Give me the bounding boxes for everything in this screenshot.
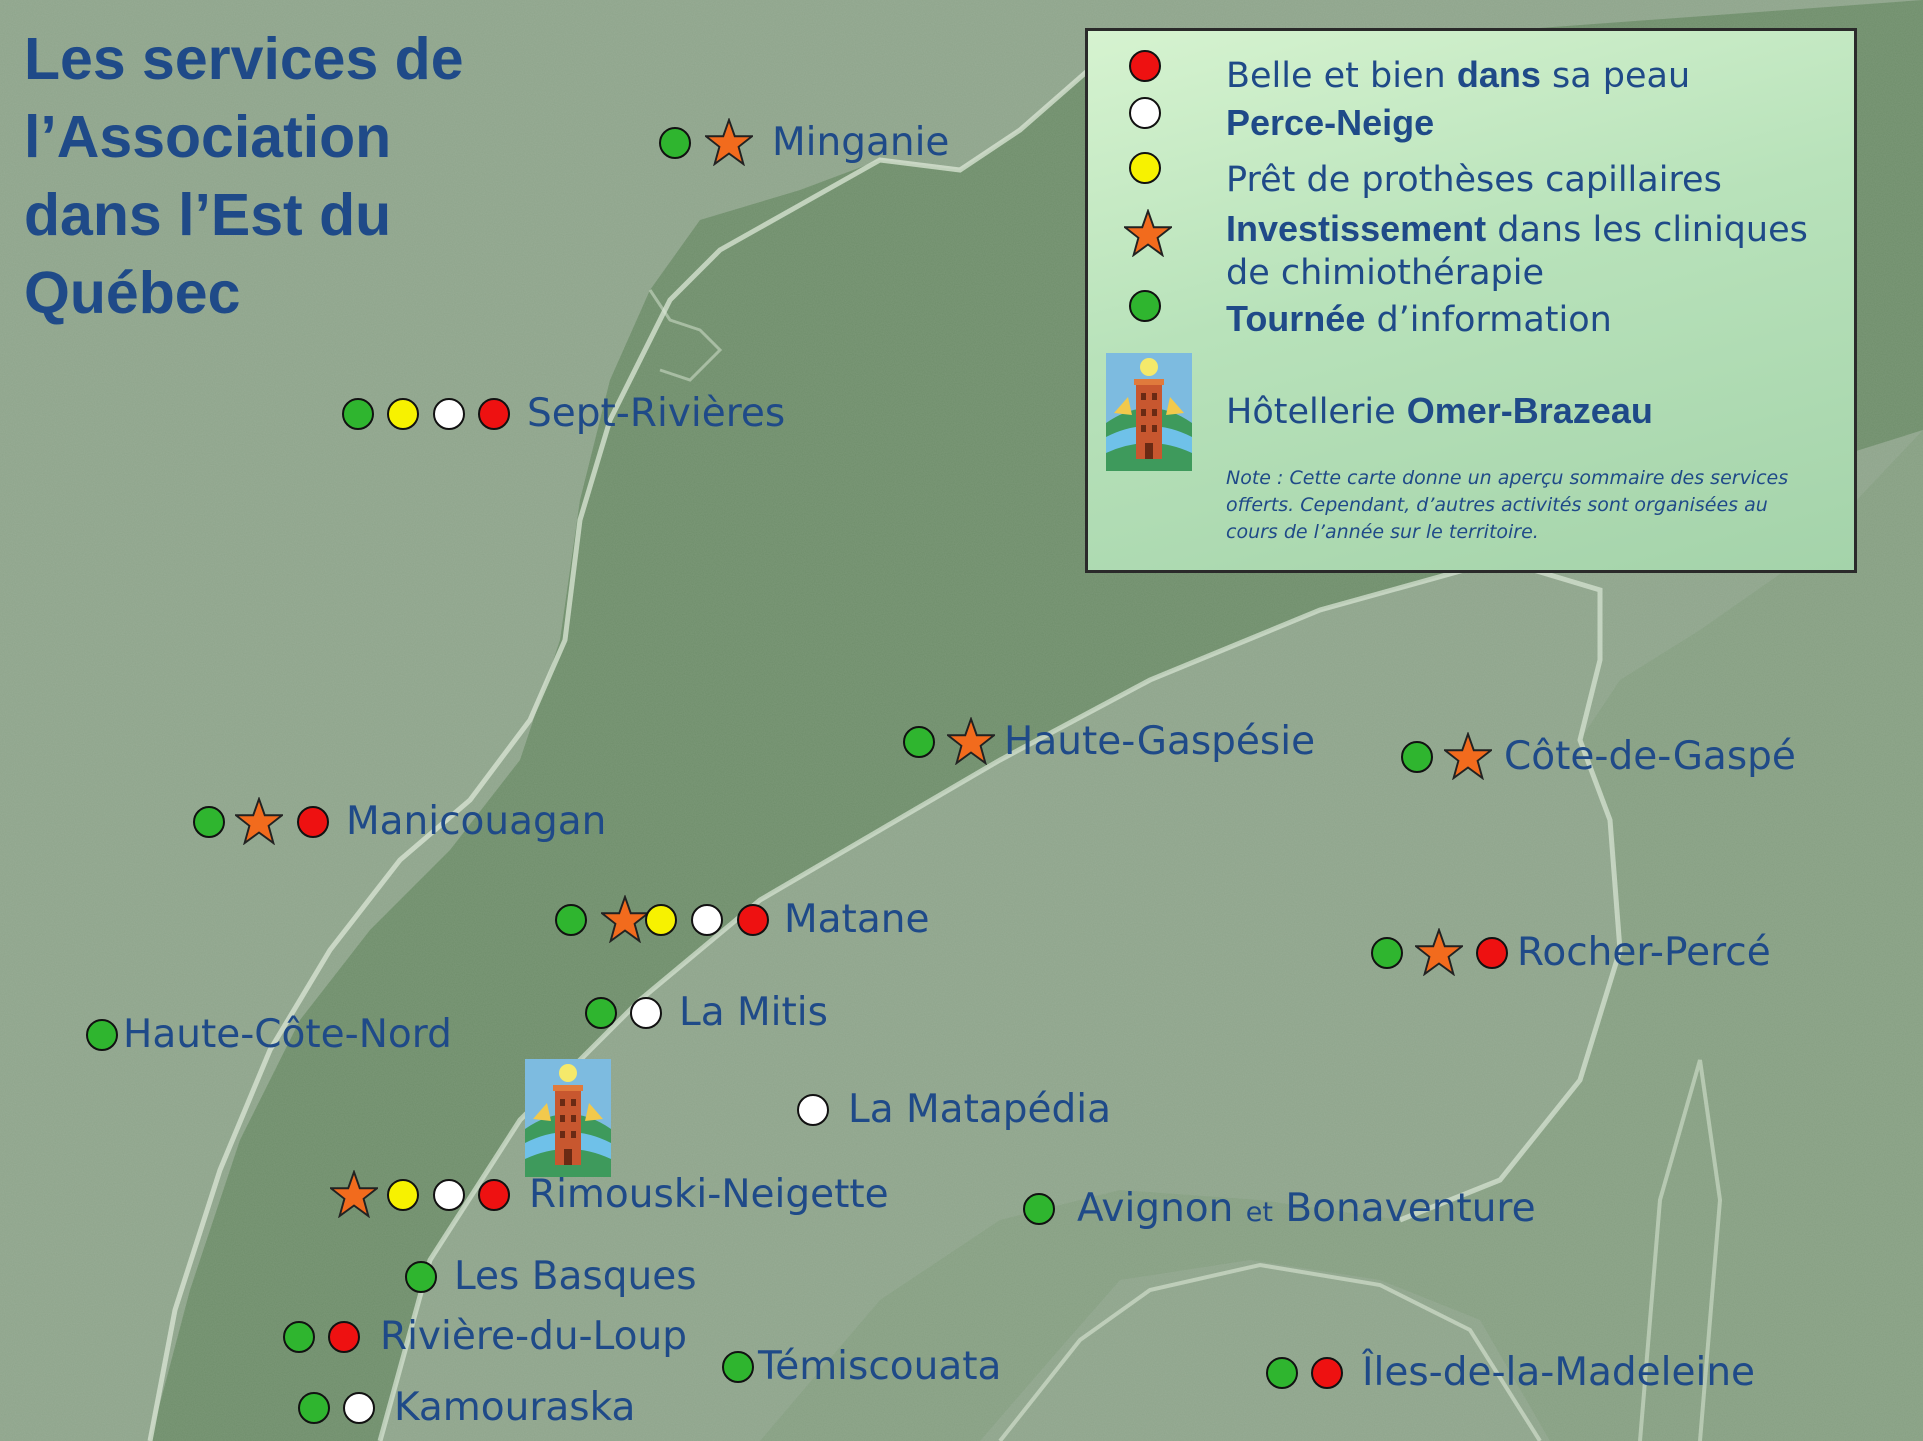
- legend-text: sa peau: [1540, 56, 1691, 96]
- red-dot-icon: [1476, 937, 1508, 969]
- title-line: Québec: [24, 260, 241, 326]
- place-label: Sept-Rivières: [527, 391, 786, 436]
- page-title: Les services de l’Association dans l’Est…: [24, 20, 464, 332]
- legend-note-line: cours de l’année sur le territoire.: [1226, 521, 1539, 543]
- green-dot-icon: [283, 1321, 315, 1353]
- legend-note-line: offerts. Cependant, d’autres activités s…: [1226, 494, 1768, 516]
- green-dot-icon: [903, 726, 935, 758]
- place-label: Rocher-Percé: [1517, 930, 1771, 975]
- legend-text: Belle et bien: [1226, 56, 1457, 96]
- legend-perce-neige: Perce-Neige: [1226, 101, 1434, 146]
- place-label: Haute-Côte-Nord: [123, 1012, 452, 1057]
- green-dot-icon: [555, 904, 587, 936]
- green-dot-icon: [1371, 937, 1403, 969]
- place-label: Rimouski-Neigette: [529, 1172, 889, 1217]
- place-label: Kamouraska: [394, 1385, 636, 1430]
- legend-tournee: Tournée d’information: [1226, 297, 1612, 342]
- green-dot-icon: [193, 806, 225, 838]
- green-dot-icon: [585, 997, 617, 1029]
- orange-star-icon: [235, 797, 283, 845]
- legend-note-line: Note : Cette carte donne un aperçu somma…: [1226, 467, 1789, 489]
- place-label-part: Bonaventure: [1285, 1186, 1536, 1231]
- green-dot-icon: [1266, 1357, 1298, 1389]
- legend-investissement: Investissement dans les cliniques: [1226, 207, 1808, 252]
- green-dot-icon: [342, 398, 374, 430]
- place-label: Avignon et Bonaventure: [1077, 1184, 1536, 1238]
- place-label: Minganie: [772, 120, 950, 165]
- orange-star-icon: [1444, 732, 1492, 780]
- yellow-dot-icon: [645, 904, 677, 936]
- orange-star-icon: [1124, 209, 1172, 257]
- place-label: Côte-de-Gaspé: [1504, 734, 1796, 779]
- title-line: l’Association: [24, 104, 392, 170]
- white-dot-icon: [433, 1179, 465, 1211]
- legend-belle-et-bien: Belle et bien dans sa peau: [1226, 53, 1690, 98]
- legend-text: de chimiothérapie: [1226, 253, 1545, 293]
- green-dot-icon: [405, 1261, 437, 1293]
- legend-text: dans les cliniques: [1486, 210, 1808, 250]
- green-dot-icon: [659, 127, 691, 159]
- red-dot-icon: [328, 1321, 360, 1353]
- red-dot-icon: [297, 806, 329, 838]
- place-label-conjunction: et: [1245, 1197, 1273, 1228]
- legend-pret-protheses: Prêt de prothèses capillaires: [1226, 158, 1722, 202]
- legend-text-bold: dans: [1456, 54, 1541, 95]
- green-dot-icon: [1401, 741, 1433, 773]
- red-dot-icon: [737, 904, 769, 936]
- legend-box: Belle et bien dans sa peau Perce-Neige P…: [1085, 28, 1857, 573]
- white-dot-icon: [630, 997, 662, 1029]
- legend-investissement-line2: de chimiothérapie: [1226, 251, 1544, 295]
- red-dot-icon: [478, 398, 510, 430]
- hotel-tower-icon: [525, 1059, 611, 1177]
- red-dot-icon: [1311, 1357, 1343, 1389]
- legend-text: d’information: [1365, 300, 1612, 340]
- legend-text: Prêt de prothèses capillaires: [1226, 160, 1722, 200]
- place-label: La Mitis: [679, 990, 828, 1035]
- green-dot-icon: [298, 1392, 330, 1424]
- white-dot-icon: [1129, 97, 1161, 129]
- place-label: Témiscouata: [758, 1344, 1002, 1389]
- red-dot-icon: [478, 1179, 510, 1211]
- orange-star-icon: [330, 1170, 378, 1218]
- place-label: Les Basques: [454, 1254, 697, 1299]
- white-dot-icon: [343, 1392, 375, 1424]
- white-dot-icon: [797, 1094, 829, 1126]
- legend-text-bold: Omer-Brazeau: [1406, 390, 1653, 431]
- legend-text: Hôtellerie: [1226, 392, 1407, 432]
- place-label: Haute-Gaspésie: [1004, 719, 1316, 764]
- white-dot-icon: [691, 904, 723, 936]
- green-dot-icon: [1129, 290, 1161, 322]
- legend-note: Note : Cette carte donne un aperçu somma…: [1226, 465, 1826, 546]
- legend-text-bold: Investissement: [1226, 208, 1487, 249]
- orange-star-icon: [1415, 928, 1463, 976]
- red-dot-icon: [1129, 50, 1161, 82]
- place-label: Rivière-du-Loup: [380, 1314, 688, 1359]
- legend-text-bold: Tournée: [1226, 298, 1366, 339]
- yellow-dot-icon: [387, 398, 419, 430]
- title-line: Les services de: [24, 26, 464, 92]
- title-line: dans l’Est du: [24, 182, 392, 248]
- orange-star-icon: [601, 895, 649, 943]
- place-label: Îles-de-la-Madeleine: [1362, 1350, 1756, 1395]
- green-dot-icon: [86, 1019, 118, 1051]
- place-label: La Matapédia: [848, 1087, 1112, 1132]
- legend-text-bold: Perce-Neige: [1226, 102, 1435, 143]
- hotel-tower-icon: [1106, 353, 1192, 471]
- white-dot-icon: [433, 398, 465, 430]
- yellow-dot-icon: [1129, 152, 1161, 184]
- yellow-dot-icon: [387, 1179, 419, 1211]
- orange-star-icon: [705, 118, 753, 166]
- legend-hotellerie: Hôtellerie Omer-Brazeau: [1226, 389, 1653, 434]
- green-dot-icon: [1023, 1193, 1055, 1225]
- orange-star-icon: [947, 717, 995, 765]
- place-label: Manicouagan: [346, 799, 607, 844]
- green-dot-icon: [722, 1351, 754, 1383]
- place-label: Matane: [784, 897, 930, 942]
- place-label-part: Avignon: [1077, 1186, 1234, 1231]
